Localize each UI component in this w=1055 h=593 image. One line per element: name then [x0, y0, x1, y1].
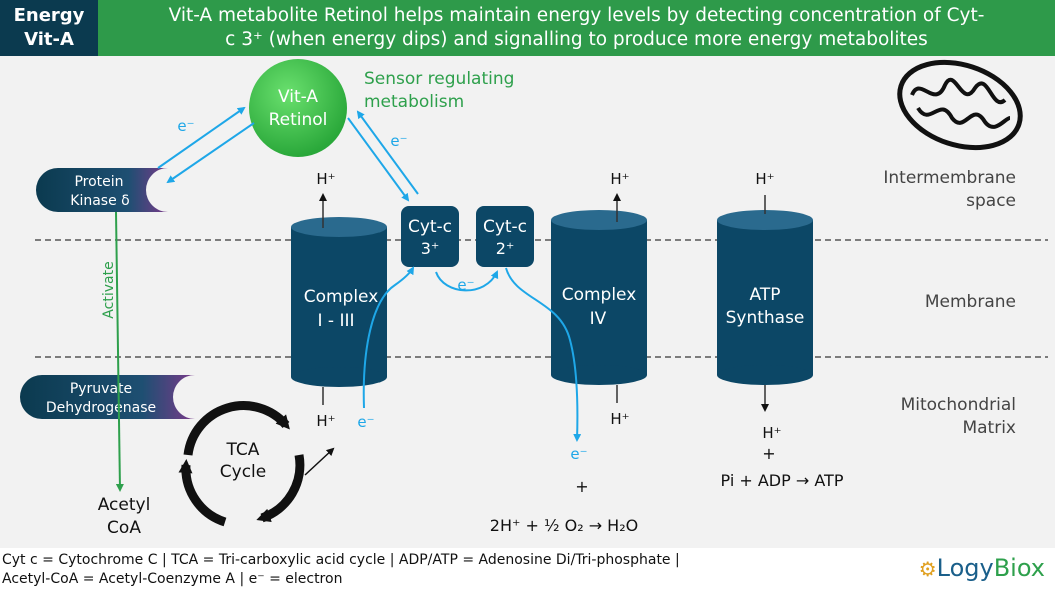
- protein-kinase-pill: Protein Kinase δ: [36, 168, 168, 212]
- atp-synthase: ATP Synthase: [717, 210, 813, 385]
- diagram-svg: Intermembrane space Membrane Mitochondri…: [20, 59, 1048, 538]
- legend-line-1: Cyt c = Cytochrome C | TCA = Tri-carboxy…: [2, 552, 680, 568]
- gear-icon: ⚙: [918, 557, 937, 581]
- h-label-atp-bottom: H⁺: [762, 424, 781, 442]
- cytc-2-box: Cyt-c 2⁺: [476, 206, 534, 267]
- arrow-tca-to-complex: [304, 447, 335, 476]
- e-label-kinase: e⁻: [177, 117, 194, 135]
- tag-line-2: Vit-A: [24, 29, 74, 50]
- plus-atp: +: [762, 444, 775, 463]
- title-banner: Vit-A metabolite Retinol helps maintain …: [98, 0, 1055, 56]
- h-label-complex4-top: H⁺: [610, 170, 629, 188]
- topic-tag: Energy Vit-A: [0, 0, 98, 56]
- protein-kinase-label-2: Kinase δ: [70, 193, 129, 209]
- cytc-2-label-1: Cyt-c: [483, 217, 527, 237]
- cytc-2-label-2: 2⁺: [496, 239, 515, 258]
- title-line-1: Vit-A metabolite Retinol helps maintain …: [168, 5, 985, 26]
- tag-line-1: Energy: [13, 5, 85, 26]
- activate-arrow: [115, 211, 124, 492]
- arrow-cytc-to-retinol: [356, 110, 419, 195]
- protein-kinase-label-1: Protein: [74, 174, 123, 190]
- brand-logo: ⚙LogyBiox: [919, 554, 1045, 582]
- electron-path-complex13: [362, 266, 415, 409]
- abbreviation-legend: Cyt c = Cytochrome C | TCA = Tri-carboxy…: [2, 551, 862, 589]
- mitochondria-icon: [897, 59, 1023, 151]
- region-intermembrane-2: space: [966, 191, 1016, 211]
- h-label-complex13-top: H⁺: [316, 170, 335, 188]
- pyruvate-label-2: Dehydrogenase: [46, 400, 156, 416]
- region-intermembrane-1: Intermembrane: [883, 168, 1016, 188]
- region-matrix-2: Matrix: [962, 418, 1016, 438]
- e-label-cytc: e⁻: [390, 132, 407, 150]
- tca-label-2: Cycle: [220, 462, 266, 482]
- complex-4-label-2: IV: [590, 309, 607, 329]
- cytc-3-box: Cyt-c 3⁺: [401, 206, 459, 267]
- cytc-3-label-2: 3⁺: [421, 239, 440, 258]
- cytc-3-label-1: Cyt-c: [408, 217, 452, 237]
- h-label-complex13-bottom: H⁺: [316, 412, 335, 430]
- plus-water: +: [575, 477, 588, 496]
- complex-4: Complex IV: [551, 210, 647, 385]
- atp-synthase-label-1: ATP: [750, 285, 781, 305]
- title-line-2: c 3⁺ (when energy dips) and signalling t…: [225, 29, 928, 50]
- water-equation: 2H⁺ + ½ O₂ → H₂O: [490, 516, 638, 535]
- retinol-label-1: Vit-A: [278, 87, 318, 107]
- tca-label-1: TCA: [226, 440, 260, 460]
- complex-1-3-label-1: Complex: [304, 287, 379, 307]
- e-label-complex13: e⁻: [357, 413, 374, 431]
- legend-line-2: Acetyl-CoA = Acetyl-Coenzyme A | e⁻ = el…: [2, 571, 343, 587]
- complex-1-3-label-2: I - III: [318, 311, 355, 331]
- complex-4-label-1: Complex: [562, 285, 637, 305]
- sensor-label-2: metabolism: [364, 92, 464, 112]
- header: Energy Vit-A Vit-A metabolite Retinol he…: [0, 0, 1055, 56]
- region-matrix-1: Mitochondrial: [901, 395, 1016, 415]
- acetyl-label-1: Acetyl: [98, 495, 151, 515]
- retinol-sphere: Vit-A Retinol: [249, 59, 347, 157]
- arrow-retinol-to-kinase: [166, 122, 255, 184]
- pyruvate-label-1: Pyruvate: [70, 381, 132, 397]
- activate-label: Activate: [101, 261, 117, 318]
- arrow-retinol-to-cytc: [347, 117, 410, 202]
- mitochondria-diagram: Intermembrane space Membrane Mitochondri…: [0, 56, 1055, 548]
- acetyl-label-2: CoA: [107, 518, 141, 538]
- complex-1-3: Complex I - III: [291, 217, 387, 387]
- atp-synthase-label-2: Synthase: [726, 308, 805, 328]
- e-label-complex4: e⁻: [570, 445, 587, 463]
- e-label-cytc-transfer: e⁻: [457, 276, 474, 294]
- retinol-label-2: Retinol: [269, 110, 328, 130]
- electron-path-complex4: [505, 267, 582, 442]
- h-label-complex4-bottom: H⁺: [610, 410, 629, 428]
- brand-part-2: Biox: [993, 554, 1045, 582]
- h-label-atp-top: H⁺: [755, 170, 774, 188]
- brand-part-1: Logy: [936, 554, 994, 582]
- arrow-kinase-to-retinol: [157, 106, 246, 169]
- arrow-cytc3-to-cytc2: [435, 270, 499, 292]
- footer: Cyt c = Cytochrome C | TCA = Tri-carboxy…: [0, 548, 1055, 593]
- atp-equation: Pi + ADP → ATP: [721, 471, 844, 490]
- region-membrane: Membrane: [925, 292, 1016, 312]
- pyruvate-dehydrogenase-pill: Pyruvate Dehydrogenase: [20, 375, 195, 419]
- sensor-label-1: Sensor regulating: [364, 69, 514, 89]
- tca-cycle: TCA Cycle: [178, 401, 305, 527]
